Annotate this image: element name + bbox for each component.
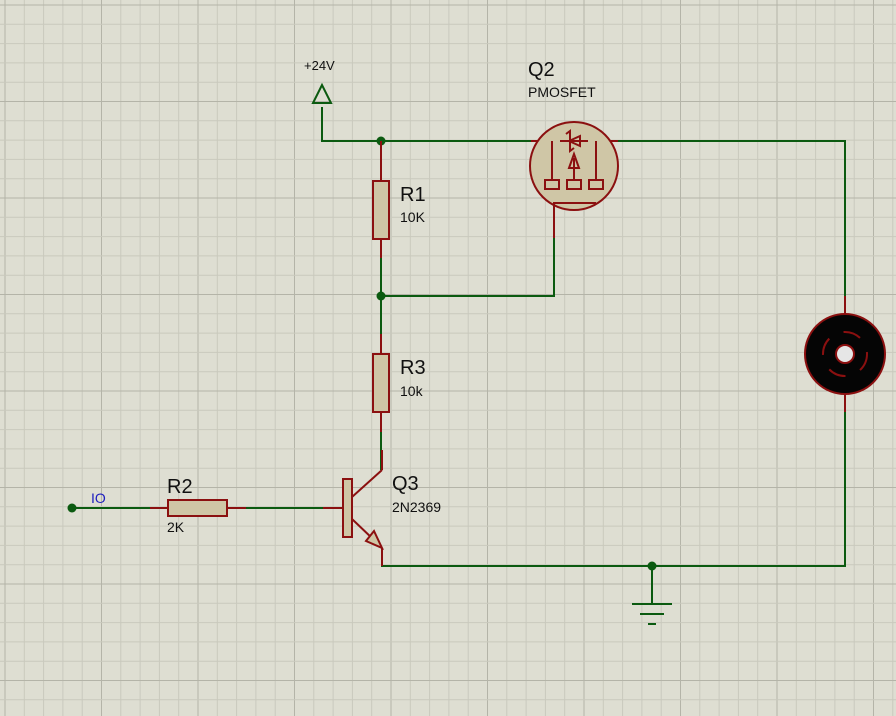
junctions xyxy=(376,136,657,571)
r3-ref: R3 xyxy=(400,357,426,379)
q3-base-bar xyxy=(342,478,353,538)
q2-diode-icon xyxy=(566,134,581,148)
q3-value: 2N2369 xyxy=(392,499,441,515)
q2-value: PMOSFET xyxy=(528,84,596,100)
junction-dot xyxy=(376,291,386,301)
resistor-r3-body xyxy=(372,353,390,413)
io-terminal[interactable]: IO xyxy=(67,490,106,513)
junction-dot xyxy=(647,561,657,571)
power-arrow-icon xyxy=(311,82,333,104)
q3-emitter-arrow-icon xyxy=(364,529,385,550)
q3-ref: Q3 xyxy=(392,473,419,495)
resistor-r1[interactable] xyxy=(372,141,390,258)
io-terminal-dot xyxy=(67,503,77,513)
wires xyxy=(72,107,846,604)
mosfet-q2[interactable] xyxy=(529,121,619,238)
r2-value: 2K xyxy=(167,519,185,535)
resistor-r1-body xyxy=(372,180,390,240)
resistor-r2[interactable] xyxy=(150,499,246,517)
r3-value: 10k xyxy=(400,383,424,399)
power-label: +24V xyxy=(304,58,335,73)
r1-ref: R1 xyxy=(400,184,426,206)
wire-motor-gnd xyxy=(381,396,846,567)
r2-ref: R2 xyxy=(167,476,193,498)
motor-shaft-icon xyxy=(835,344,855,364)
transistor-q3[interactable] xyxy=(323,450,385,566)
q2-channel-arrow-icon xyxy=(567,151,581,169)
motor[interactable] xyxy=(804,296,886,412)
resistor-r3[interactable] xyxy=(372,334,390,432)
wire-drain-motor xyxy=(618,140,846,312)
resistor-r2-body xyxy=(167,499,228,517)
ground-symbol-icon[interactable] xyxy=(632,603,672,625)
q2-ref: Q2 xyxy=(528,59,555,81)
r1-value: 10K xyxy=(400,209,426,225)
power-terminal-24v[interactable]: +24V xyxy=(304,58,335,104)
motor-ring-icon xyxy=(822,331,868,377)
wire-24v-rail xyxy=(321,107,531,142)
io-label: IO xyxy=(91,490,106,506)
wire-gate xyxy=(381,238,555,297)
